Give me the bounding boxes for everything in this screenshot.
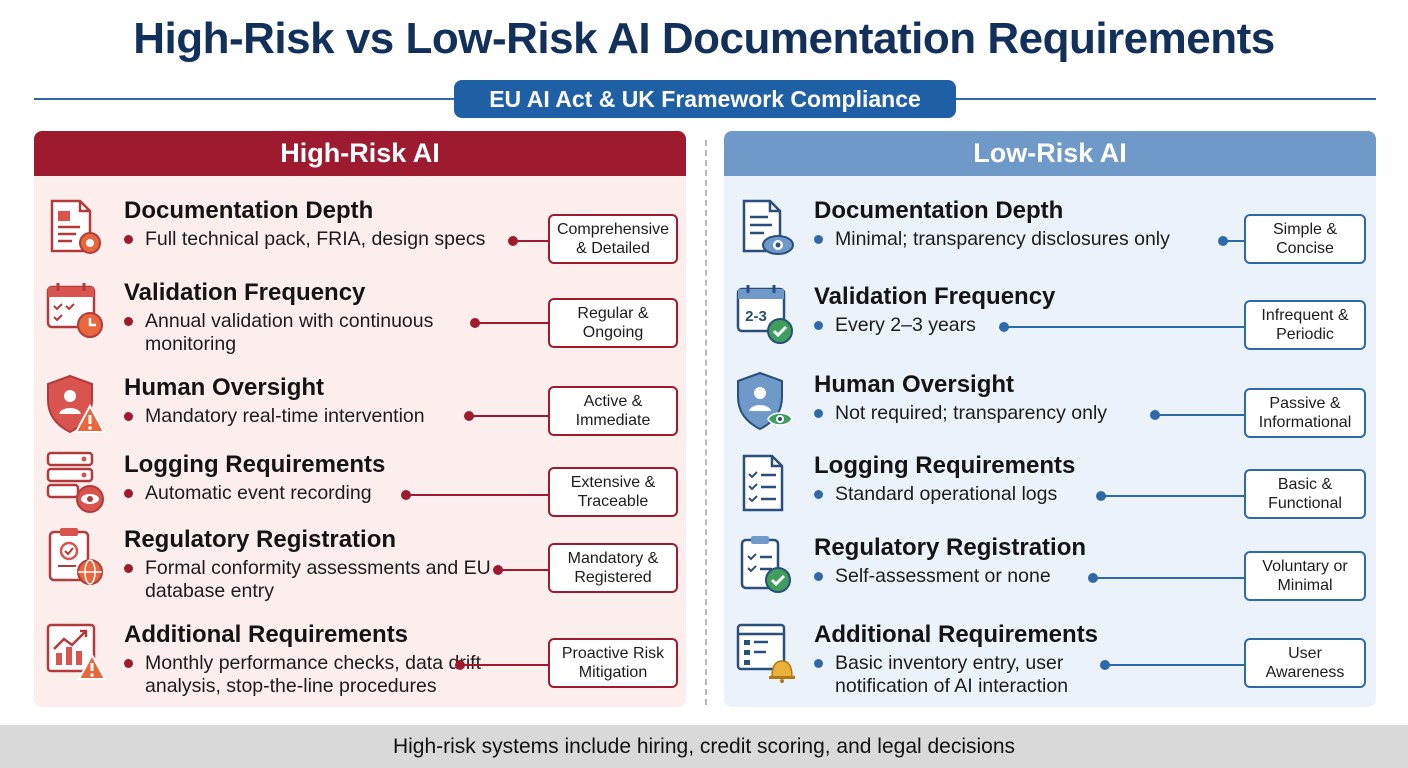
row-badge: Regular & Ongoing xyxy=(548,298,678,348)
connector-line xyxy=(474,322,548,324)
row-description: Monthly performance checks, data drift a… xyxy=(124,652,524,698)
bullet-dot xyxy=(124,317,133,326)
row-badge: Mandatory & Registered xyxy=(548,543,678,593)
footer-note: High-risk systems include hiring, credit… xyxy=(0,725,1408,768)
row-title: Validation Frequency xyxy=(814,283,1056,310)
clipboard-check-icon xyxy=(734,534,796,596)
connector-line xyxy=(1100,495,1244,497)
row-badge: Infrequent & Periodic xyxy=(1244,300,1366,350)
row-title: Regulatory Registration xyxy=(814,534,1087,561)
row-description: Formal conformity assessments and EU dat… xyxy=(124,557,509,603)
checklist-document-icon xyxy=(734,452,796,514)
row-description: Every 2–3 years xyxy=(814,314,1114,337)
connector-line xyxy=(468,415,548,417)
bullet-dot xyxy=(814,235,823,244)
server-eye-icon xyxy=(44,451,106,513)
subtitle-badge: EU AI Act & UK Framework Compliance xyxy=(454,80,956,118)
row-description: Automatic event recording xyxy=(124,482,424,505)
bullet-dot xyxy=(814,409,823,418)
row-badge: Simple & Concise xyxy=(1244,214,1366,264)
calendar-check-icon xyxy=(44,279,106,341)
bullet-dot xyxy=(124,564,133,573)
bullet-dot xyxy=(814,490,823,499)
connector-line xyxy=(1092,577,1244,579)
row-title: Logging Requirements xyxy=(124,451,386,478)
row-title: Documentation Depth xyxy=(124,197,374,224)
row-description: Minimal; transparency disclosures only xyxy=(814,228,1214,251)
connector-line xyxy=(1104,664,1244,666)
bullet-dot xyxy=(124,489,133,498)
row-title: Human Oversight xyxy=(124,374,325,401)
row-description: Annual validation with continuous monito… xyxy=(124,310,484,356)
connector-line xyxy=(1154,414,1244,416)
row-title: Regulatory Registration xyxy=(124,526,397,553)
connector-line xyxy=(1222,240,1244,242)
bullet-dot xyxy=(124,235,133,244)
calendar-icon-label: 2-3 xyxy=(745,308,767,325)
chart-warning-icon xyxy=(44,621,107,683)
bullet-dot xyxy=(814,659,823,668)
page-title: High-Risk vs Low-Risk AI Documentation R… xyxy=(133,14,1275,63)
row-title: Human Oversight xyxy=(814,371,1015,398)
row-title: Additional Requirements xyxy=(814,621,1099,648)
row-description: Self-assessment or none xyxy=(814,565,1114,588)
row-description: Full technical pack, FRIA, design specs xyxy=(124,228,504,251)
row-title: Documentation Depth xyxy=(814,197,1064,224)
row-description: Standard operational logs xyxy=(814,483,1114,506)
row-description: Basic inventory entry, user notification… xyxy=(814,652,1134,698)
row-badge: Comprehensive & Detailed xyxy=(548,214,678,264)
low-risk-panel: Low-Risk AI Documentation Depth Minimal;… xyxy=(724,131,1376,707)
row-badge: Proactive Risk Mitigation xyxy=(548,638,678,688)
high-risk-header: High-Risk AI xyxy=(34,131,686,176)
calendar-check-icon: 2-3 xyxy=(734,283,796,345)
bullet-dot xyxy=(124,412,133,421)
shield-warning-icon xyxy=(44,374,106,436)
connector-line xyxy=(459,664,548,666)
row-title: Additional Requirements xyxy=(124,621,409,648)
shield-eye-icon xyxy=(734,371,796,433)
connector-line xyxy=(405,494,548,496)
connector-line xyxy=(497,569,548,571)
low-risk-header: Low-Risk AI xyxy=(724,131,1376,176)
row-badge: Extensive & Traceable xyxy=(548,467,678,517)
window-bell-icon xyxy=(734,621,796,683)
row-title: Logging Requirements xyxy=(814,452,1076,479)
row-badge: Basic & Functional xyxy=(1244,469,1366,519)
row-badge: Active & Immediate xyxy=(548,386,678,436)
row-title: Validation Frequency xyxy=(124,279,366,306)
panel-divider xyxy=(705,140,707,705)
document-gear-icon xyxy=(44,197,106,259)
bullet-dot xyxy=(124,659,133,668)
high-risk-panel: High-Risk AI Documentation Depth Full te… xyxy=(34,131,686,707)
row-description: Not required; transparency only xyxy=(814,402,1174,425)
bullet-dot xyxy=(814,572,823,581)
row-badge: Voluntary or Minimal xyxy=(1244,551,1366,601)
clipboard-globe-icon xyxy=(44,526,106,588)
document-eye-icon xyxy=(734,197,796,259)
row-badge: User Awareness xyxy=(1244,638,1366,688)
connector-line xyxy=(1003,326,1244,328)
row-description: Mandatory real-time intervention xyxy=(124,405,484,428)
connector-line xyxy=(512,240,548,242)
bullet-dot xyxy=(814,321,823,330)
row-badge: Passive & Informational xyxy=(1244,388,1366,438)
